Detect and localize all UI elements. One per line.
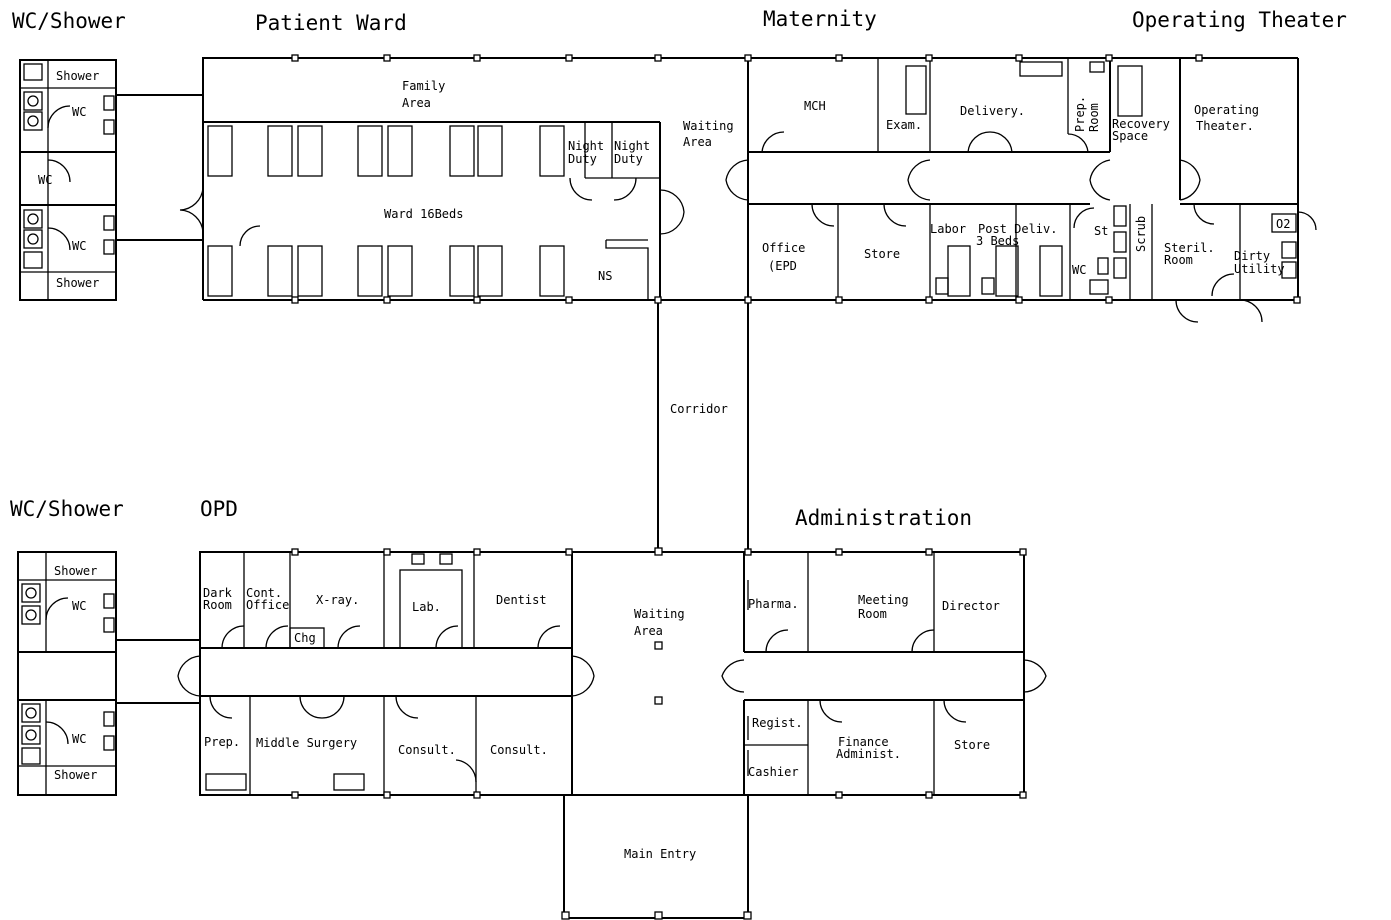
- label-store-mat: Store: [864, 247, 900, 261]
- label-wc-mat: WC: [1072, 263, 1086, 277]
- label-recovery-2: Space: [1112, 129, 1148, 143]
- heading-operating-theater: Operating Theater: [1132, 8, 1347, 32]
- label-o2: O2: [1276, 217, 1290, 231]
- label-prep: Prep.: [204, 735, 240, 749]
- label-dark-room-2: Room: [203, 598, 232, 612]
- label-cont-office-1: Cont.: [246, 586, 282, 600]
- label-night-duty-2a: Night: [614, 139, 650, 153]
- label-scrub: Scrub: [1134, 216, 1148, 252]
- label-family-area-2: Area: [402, 96, 431, 110]
- label-pharma: Pharma.: [748, 597, 799, 611]
- label-shower-bl1: Shower: [54, 564, 97, 578]
- label-exam: Exam.: [886, 118, 922, 132]
- label-wc-tl: WC: [72, 105, 86, 119]
- label-main-entry: Main Entry: [624, 847, 696, 861]
- label-finance-2: Administ.: [836, 747, 901, 761]
- label-regist: Regist.: [752, 716, 803, 730]
- label-delivery: Delivery.: [960, 104, 1025, 118]
- label-director: Director: [942, 599, 1000, 613]
- label-operating-2: Theater.: [1196, 119, 1254, 133]
- label-steril-2: Room: [1164, 253, 1193, 267]
- label-middle-surgery: Middle Surgery: [256, 736, 357, 750]
- label-st: St: [1094, 224, 1108, 238]
- label-prep-room-1: Prep.: [1073, 96, 1087, 132]
- column-markers: [291, 54, 1301, 799]
- label-dark-room-1: Dark: [203, 586, 233, 600]
- label-ward: Ward 16Beds: [384, 207, 463, 221]
- heading-maternity: Maternity: [763, 7, 877, 31]
- label-shower-ml: Shower: [56, 276, 99, 290]
- label-consult-1: Consult.: [398, 743, 456, 757]
- label-ns: NS: [598, 269, 612, 283]
- label-dirty-1: Dirty: [1234, 249, 1270, 263]
- label-lab: Lab.: [412, 600, 441, 614]
- label-waiting-bot-2: Area: [634, 624, 663, 638]
- label-office-1: Office: [762, 241, 805, 255]
- label-labor: Labor: [930, 222, 966, 236]
- maternity-block: [725, 57, 1317, 323]
- label-operating-1: Operating: [1194, 103, 1259, 117]
- corridor-block: [657, 300, 749, 552]
- label-meeting-1: Meeting: [858, 593, 909, 607]
- label-dentist: Dentist: [496, 593, 547, 607]
- label-shower-tl: Shower: [56, 69, 99, 83]
- label-dirty-2: Utility: [1234, 262, 1285, 276]
- label-wc-bl2: WC: [72, 732, 86, 746]
- label-family-area-1: Family: [402, 79, 445, 93]
- label-cont-office-2: Office: [246, 598, 289, 612]
- label-corridor: Corridor: [670, 402, 728, 416]
- heading-opd: OPD: [200, 497, 238, 521]
- admin-block: [572, 547, 1047, 796]
- label-night-duty-1a: Night: [568, 139, 604, 153]
- label-wc-bl1: WC: [72, 599, 86, 613]
- patient-ward-block: [179, 57, 748, 301]
- label-finance-1: Finance: [838, 735, 889, 749]
- main-entry-block: [561, 795, 752, 920]
- label-recovery-1: Recovery: [1112, 117, 1170, 131]
- label-steril-1: Steril.: [1164, 241, 1215, 255]
- label-waiting-top-2: Area: [683, 135, 712, 149]
- label-consult-2: Consult.: [490, 743, 548, 757]
- label-night-duty-2b: Duty: [614, 152, 643, 166]
- heading-patient-ward: Patient Ward: [255, 11, 407, 35]
- label-office-2: (EPD: [768, 259, 797, 273]
- label-cashier: Cashier: [748, 765, 799, 779]
- label-meeting-2: Room: [858, 607, 887, 621]
- wc-block-top: [19, 59, 203, 301]
- wc-block-bottom: [17, 551, 200, 796]
- label-shower-bl2: Shower: [54, 768, 97, 782]
- heading-wc-shower-bottom: WC/Shower: [10, 497, 124, 521]
- heading-administration: Administration: [795, 506, 972, 530]
- label-3-beds: 3 Beds: [976, 234, 1019, 248]
- label-mch: MCH: [804, 99, 826, 113]
- label-waiting-top-1: Waiting: [683, 119, 734, 133]
- opd-block: [177, 551, 595, 796]
- label-chg: Chg: [294, 631, 316, 645]
- label-post-deliv: Post Deliv.: [978, 222, 1057, 236]
- label-wc-lm: WC: [38, 173, 52, 187]
- label-night-duty-1b: Duty: [568, 152, 597, 166]
- label-store-admin: Store: [954, 738, 990, 752]
- label-waiting-bot-1: Waiting: [634, 607, 685, 621]
- heading-wc-shower-top: WC/Shower: [12, 9, 126, 33]
- label-prep-room-2: Room: [1087, 103, 1101, 132]
- label-wc-ml: WC: [72, 239, 86, 253]
- label-xray: X-ray.: [316, 593, 359, 607]
